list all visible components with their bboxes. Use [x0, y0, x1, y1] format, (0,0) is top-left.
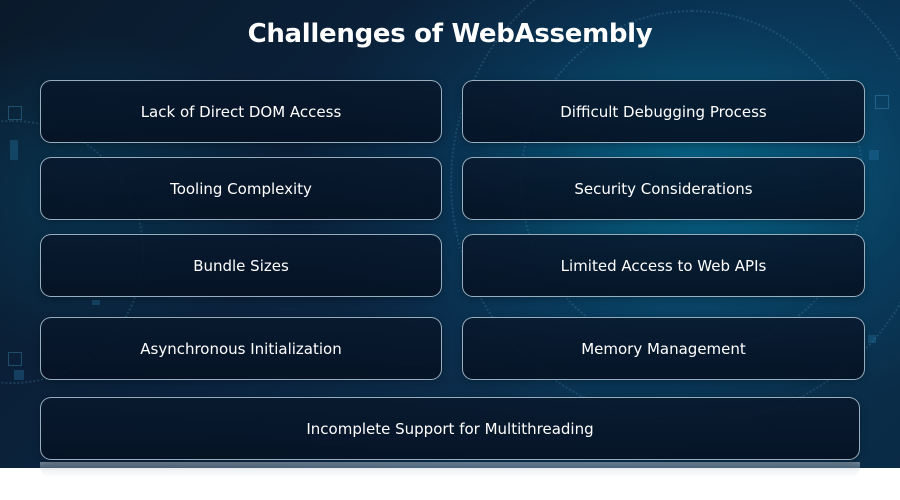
challenge-label: Incomplete Support for Multithreading [306, 419, 594, 438]
square-outline-decoration [875, 95, 889, 109]
square-outline-decoration [8, 106, 22, 120]
challenge-label: Security Considerations [574, 179, 753, 198]
card-shadow [40, 462, 860, 478]
challenge-label: Asynchronous Initialization [140, 339, 342, 358]
page-title: Challenges of WebAssembly [247, 19, 653, 49]
challenge-card: Tooling Complexity [40, 157, 442, 220]
challenge-label: Limited Access to Web APIs [560, 256, 767, 275]
challenge-card: Asynchronous Initialization [40, 317, 442, 380]
challenge-card: Lack of Direct DOM Access [40, 80, 442, 143]
square-decoration [10, 140, 18, 160]
challenge-card: Bundle Sizes [40, 234, 442, 297]
challenge-label: Tooling Complexity [170, 179, 312, 198]
square-decoration [92, 300, 100, 305]
challenge-label: Bundle Sizes [193, 256, 289, 275]
square-decoration [868, 335, 876, 343]
challenge-card: Difficult Debugging Process [462, 80, 865, 143]
challenge-card-wide: Incomplete Support for Multithreading [40, 397, 860, 460]
challenge-label: Lack of Direct DOM Access [140, 102, 342, 121]
challenge-label: Memory Management [581, 339, 746, 358]
challenge-card: Memory Management [462, 317, 865, 380]
square-outline-decoration [8, 352, 22, 366]
challenge-card: Security Considerations [462, 157, 865, 220]
challenge-card: Limited Access to Web APIs [462, 234, 865, 297]
square-decoration [14, 370, 24, 380]
challenge-label: Difficult Debugging Process [560, 102, 767, 121]
square-decoration [869, 150, 879, 160]
